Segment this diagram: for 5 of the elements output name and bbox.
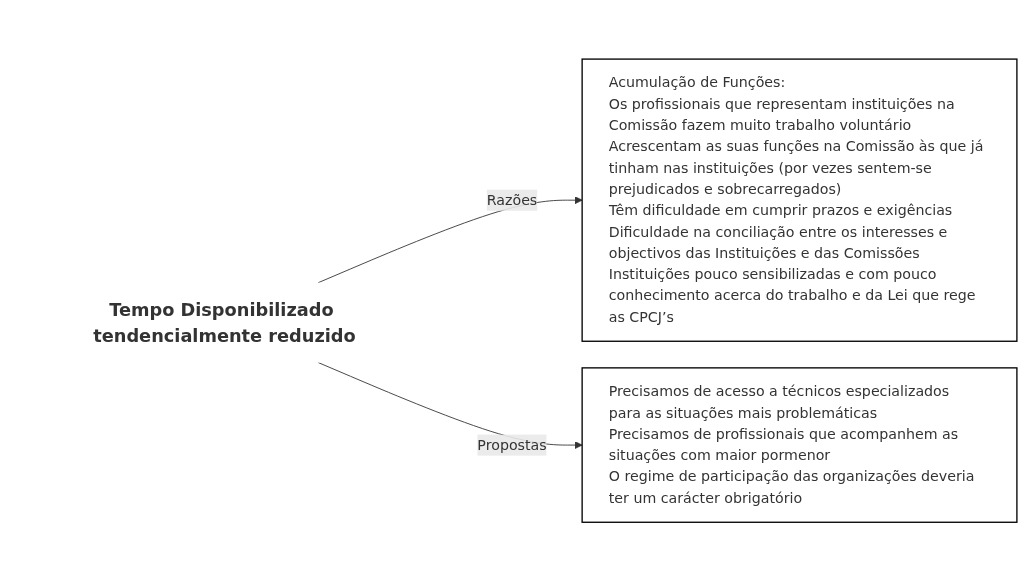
edge-label: Propostas (477, 436, 547, 453)
node-text: Tempo Disponibilizado tendencialmente reduzido (93, 298, 356, 347)
edge-label: Razões (486, 191, 538, 208)
node-box: Acumulação de Funções: Os profissionais que representam instituições na Comissão fazem muito trabalho voluntário Acrescentam as suas funções na Comissão às que já tinham nas instituições (por vezes sentem-se prejudicados e sobrecarregados) Têm dificuldade em cumprir prazos e exigências Dificuldade na conciliação entre os interesses e objectivos das Instituições e das Comissões Instituições pouco sensibilizadas e com pouco conhecimento acerca do trabalho e da Lei que rege as CPCJ’s (581, 58, 1018, 342)
node-box: Precisamos de acesso a técnicos especializados para as situações mais problemáticas Precisamos de profissionais que acompanhem as situações com maior pormenor O regime de participação das organizações deveria ter um carácter obrigatório (581, 367, 1018, 523)
